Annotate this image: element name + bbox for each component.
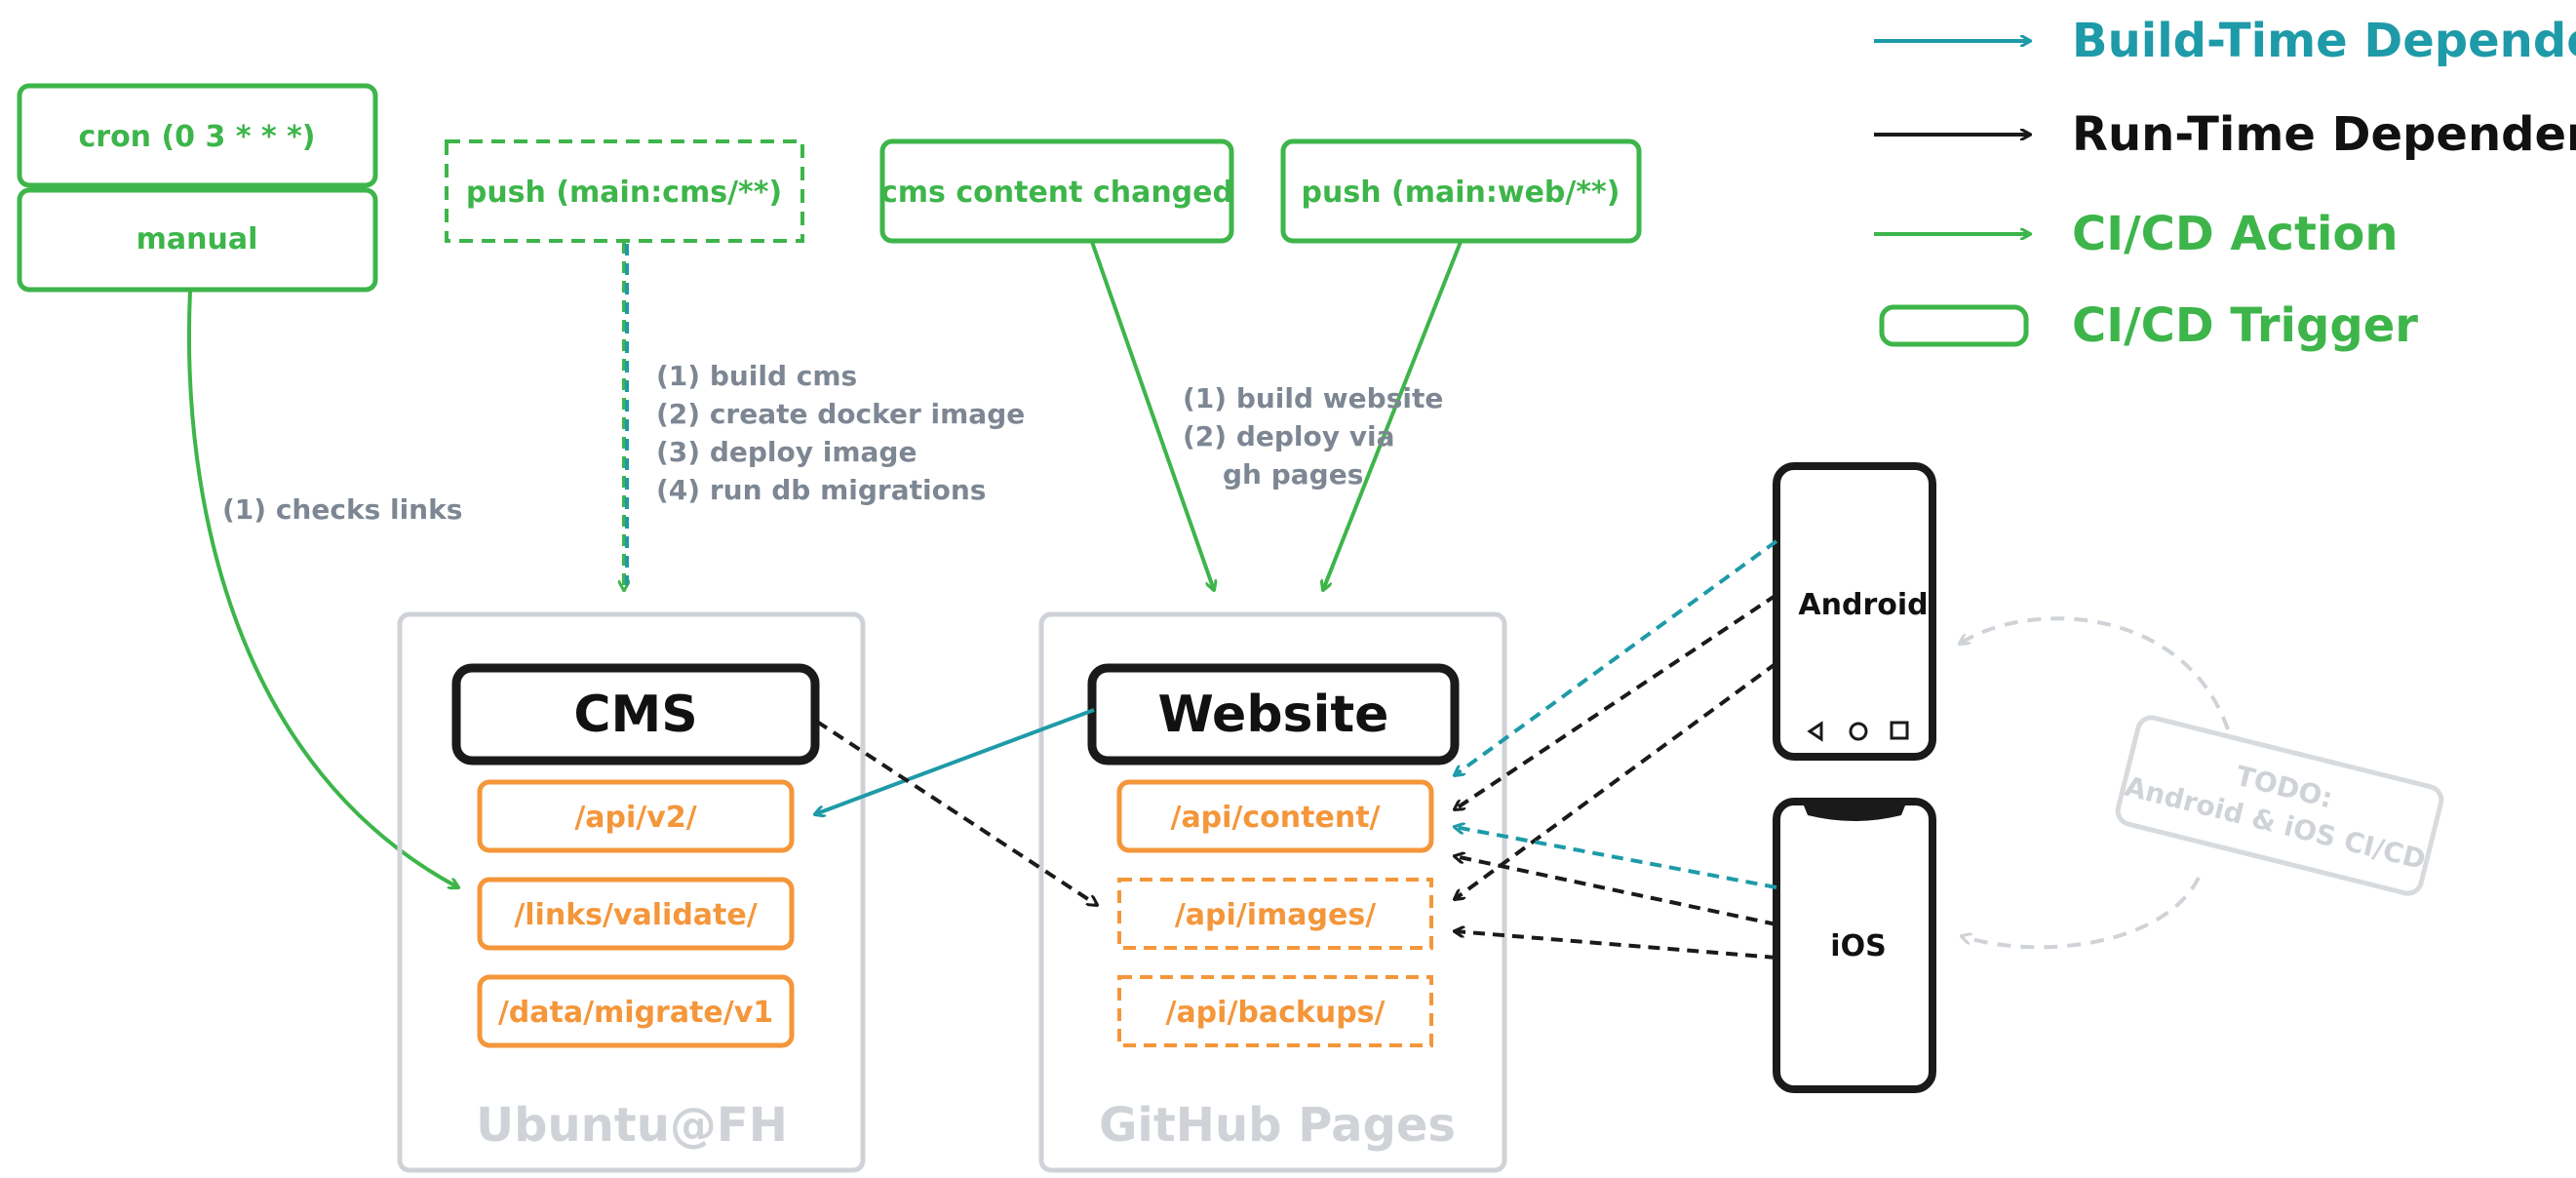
ios-device: iOS <box>1773 798 1936 1093</box>
android-label: Android <box>1798 588 1928 622</box>
push-web-trigger-label: push (main:web/**) <box>1302 176 1620 210</box>
cms-step: (3) deploy image <box>656 436 917 468</box>
website-service: Website <box>1087 663 1460 766</box>
ubuntu-host: Ubuntu@FH <box>397 611 866 1173</box>
android-device: Android <box>1773 462 1936 761</box>
github-host: GitHub Pages <box>1038 611 1507 1173</box>
cms-content-changed-label: cms content changed <box>880 176 1233 210</box>
cron-trigger: cron (0 3 * * *) <box>17 83 378 188</box>
endpoint-api-images: /api/images/ <box>1117 878 1433 950</box>
ios-images-runtime-arrow <box>1455 931 1777 960</box>
endpoint-label: /api/backups/ <box>1165 996 1385 1030</box>
cms-service-label: CMS <box>573 686 697 744</box>
legend-cicd-trigger-label: CI/CD Trigger <box>2072 298 2418 353</box>
home-icon <box>1849 722 1868 741</box>
content-changed-arrow <box>1090 241 1214 590</box>
web-step: (2) deploy via <box>1183 420 1394 452</box>
web-step: (1) build website <box>1183 382 1443 414</box>
cms-service: CMS <box>451 663 820 766</box>
cms-content-changed-trigger: cms content changed <box>879 138 1234 244</box>
push-cms-trigger-label: push (main:cms/**) <box>466 176 782 210</box>
endpoint-api-content: /api/content/ <box>1116 779 1434 853</box>
ios-content-runtime-arrow <box>1455 856 1777 926</box>
endpoint-data-migrate: /data/migrate/v1 <box>477 974 795 1048</box>
ubuntu-host-label: Ubuntu@FH <box>476 1098 788 1153</box>
checks-links-arrow <box>186 290 458 887</box>
manual-trigger-label: manual <box>137 222 258 256</box>
github-host-label: GitHub Pages <box>1099 1098 1456 1153</box>
legend-build-time-label: Build-Time Dependency <box>2072 14 2576 68</box>
legend-cicd-trigger-shape <box>1879 304 2029 347</box>
recents-icon <box>1890 721 1909 740</box>
cms-step: (4) run db migrations <box>656 474 986 506</box>
cms-step: (1) build cms <box>656 360 857 392</box>
website-service-label: Website <box>1158 686 1389 744</box>
ios-label: iOS <box>1830 929 1886 963</box>
endpoint-label: /api/v2/ <box>574 801 696 835</box>
todo-ios-arrow <box>1962 877 2201 950</box>
ios-build-arrow <box>1455 827 1777 889</box>
cms-steps: (1) build cms (2) create docker image (3… <box>656 360 1025 506</box>
todo-note: TODO: Android & iOS CI/CD <box>2115 715 2444 896</box>
push-cms-trigger: push (main:cms/**) <box>445 139 804 243</box>
push-web-trigger: push (main:web/**) <box>1280 138 1642 244</box>
web-steps: (1) build website (2) deploy via gh page… <box>1183 382 1443 491</box>
cron-trigger-label: cron (0 3 * * *) <box>78 120 315 154</box>
push-web-arrow <box>1323 241 1463 590</box>
web-step: gh pages <box>1223 458 1363 491</box>
endpoint-label: /api/images/ <box>1175 898 1376 932</box>
legend-cicd-action-label: CI/CD Action <box>2072 207 2399 261</box>
checks-links-label: (1) checks links <box>222 493 462 526</box>
manual-trigger: manual <box>17 187 378 293</box>
legend-run-time-label: Run-Time Dependency <box>2072 107 2576 162</box>
endpoint-label: /links/validate/ <box>514 898 757 932</box>
endpoint-label: /api/content/ <box>1170 801 1380 835</box>
cms-to-images-runtime-arrow <box>815 720 1097 905</box>
endpoint-links-validate: /links/validate/ <box>477 877 795 951</box>
notch-icon <box>1804 805 1905 821</box>
android-build-arrow <box>1455 539 1778 775</box>
android-content-runtime-arrow <box>1455 593 1778 809</box>
website-to-cms-build-arrow <box>815 708 1095 814</box>
back-icon <box>1807 721 1823 742</box>
legend: Build-Time Dependency Run-Time Dependenc… <box>1874 14 2576 353</box>
endpoint-api-backups: /api/backups/ <box>1117 975 1433 1047</box>
cms-step: (2) create docker image <box>656 398 1025 430</box>
android-images-runtime-arrow <box>1455 661 1778 899</box>
endpoint-api-v2: /api/v2/ <box>477 779 795 853</box>
todo-android-arrow <box>1960 616 2230 730</box>
endpoint-label: /data/migrate/v1 <box>498 996 773 1030</box>
